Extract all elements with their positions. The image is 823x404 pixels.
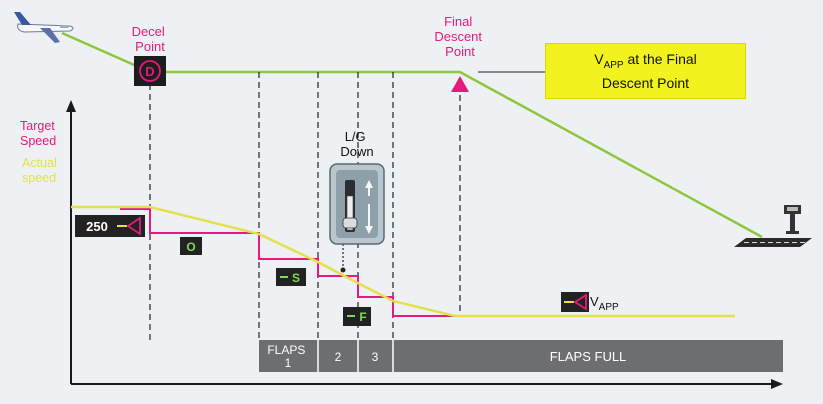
final-descent-point-label: Final Descent Point bbox=[434, 14, 485, 59]
flaps-full-label: FLAPS FULL bbox=[550, 349, 627, 364]
landing-gear-lever-icon bbox=[329, 163, 385, 245]
actual-speed-line bbox=[71, 205, 735, 318]
svg-text:O: O bbox=[186, 240, 195, 254]
actual-speed-label: Actual speed bbox=[22, 156, 60, 185]
decel-point-label: Decel Point bbox=[132, 24, 169, 54]
decel-symbol: D bbox=[145, 64, 154, 79]
marker-o: O bbox=[180, 237, 202, 255]
callout-line1: at the Final bbox=[623, 50, 697, 67]
vapp-indicator: VAPP bbox=[561, 292, 619, 313]
flight-path-line bbox=[61, 31, 763, 239]
final-descent-arrow-icon bbox=[451, 76, 469, 92]
callout-line2: Descent Point bbox=[601, 75, 690, 92]
flaps-bar: FLAPS 1 2 3 FLAPS FULL bbox=[259, 340, 783, 372]
lg-down-label: L/G Down bbox=[340, 129, 373, 159]
callout-v: V bbox=[594, 50, 604, 67]
flaps-1-label: FLAPS 1 bbox=[267, 343, 308, 370]
speed-250-value: 250 bbox=[86, 219, 108, 234]
vapp-callout: VAPP at the Final Descent Point bbox=[545, 43, 746, 99]
flaps-2-label: 2 bbox=[335, 350, 342, 364]
svg-text:VAPP: VAPP bbox=[590, 294, 619, 313]
runway-icon bbox=[734, 205, 812, 247]
marker-f: F bbox=[343, 307, 371, 326]
svg-text:F: F bbox=[359, 310, 366, 324]
svg-text:S: S bbox=[292, 271, 300, 285]
marker-s: S bbox=[276, 268, 306, 286]
speed-250-indicator: 250 bbox=[75, 215, 145, 237]
target-speed-label: Target Speed bbox=[20, 119, 58, 148]
flaps-3-label: 3 bbox=[372, 350, 379, 364]
callout-sub: APP bbox=[603, 59, 624, 71]
decel-point-icon: D bbox=[134, 56, 166, 86]
airplane-icon bbox=[14, 12, 74, 43]
chart-axes bbox=[66, 100, 783, 389]
